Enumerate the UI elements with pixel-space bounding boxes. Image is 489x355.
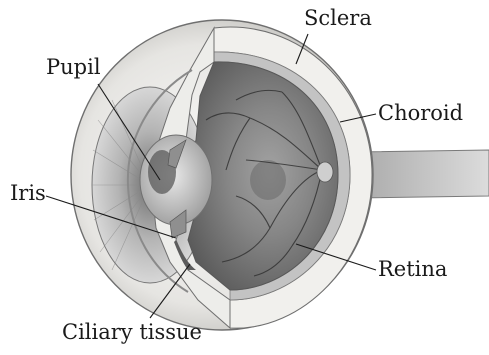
label-sclera: Sclera bbox=[304, 8, 372, 29]
label-pupil: Pupil bbox=[46, 57, 101, 78]
label-retina: Retina bbox=[378, 259, 447, 280]
label-iris: Iris bbox=[10, 183, 46, 204]
optic-disc bbox=[317, 162, 333, 182]
label-choroid: Choroid bbox=[378, 103, 463, 124]
optic-nerve bbox=[355, 150, 489, 198]
macula bbox=[250, 160, 286, 200]
label-ciliary-tissue: Ciliary tissue bbox=[62, 322, 202, 343]
